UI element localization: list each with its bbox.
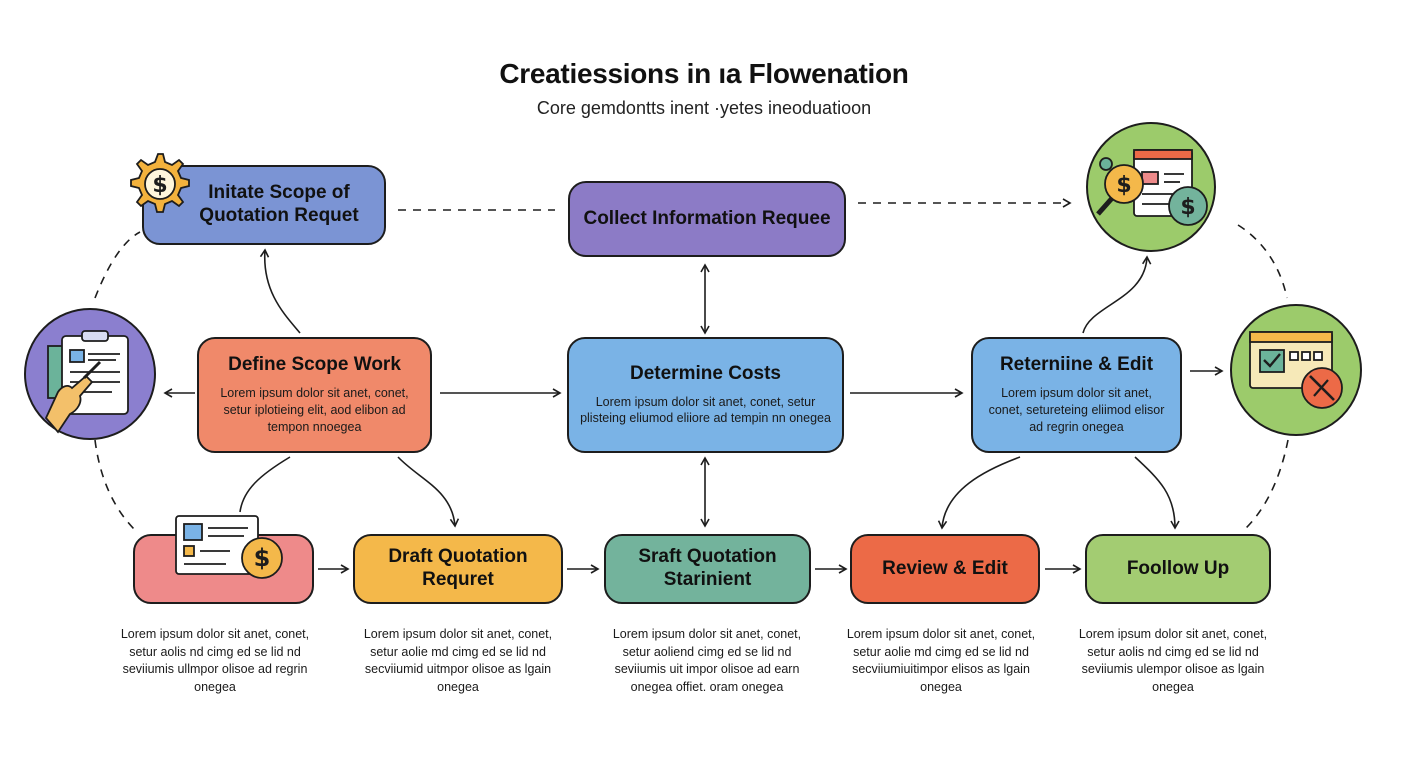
caption-1: Lorem ipsum dolor sit anet, conet, setur… bbox=[120, 627, 310, 694]
node-define-desc: Lorem ipsum dolor sit anet, conet, setur… bbox=[220, 386, 409, 434]
dollar-gear-icon: $ bbox=[130, 153, 190, 213]
node-draft-label: Draft Quotation Requret bbox=[388, 546, 528, 590]
node-retermine-desc: Lorem ipsum dolor sit anet, conet, setur… bbox=[988, 386, 1165, 434]
node-draft-quotation[interactable]: Draft Quotation Requret bbox=[353, 534, 563, 604]
node-review-label: Review & Edit bbox=[882, 557, 1008, 579]
node-initiate-label: Initate Scope of Quotation Requet bbox=[199, 182, 359, 226]
node-review-edit[interactable]: Review & Edit bbox=[850, 534, 1040, 604]
arrow-define-to-initiate bbox=[259, 248, 301, 334]
diagram-subtitle: Core gemdontts inent ·yetes ineoduatioon bbox=[536, 98, 872, 118]
dashed-loop-right-bottom bbox=[1243, 439, 1289, 531]
node-define-scope-work[interactable]: Define Scope Work Lorem ipsum dolor sit … bbox=[197, 337, 432, 453]
node-retermine-edit[interactable]: Reterniine & Edit Lorem ipsum dolor sit … bbox=[971, 337, 1182, 453]
node-followup-label: Foollow Up bbox=[1126, 557, 1230, 579]
search-dollar-document-icon: $ $ bbox=[1086, 122, 1216, 252]
arrow-define-to-bottomleft bbox=[239, 456, 291, 513]
caption-2: Lorem ipsum dolor sit anet, conet, setur… bbox=[363, 627, 553, 694]
invoice-dollar-icon: $ bbox=[175, 515, 283, 579]
dashed-loop-left-bottom bbox=[94, 439, 136, 531]
svg-text:$: $ bbox=[1116, 173, 1131, 198]
node-follow-up[interactable]: Foollow Up bbox=[1085, 534, 1271, 604]
caption-5: Lorem ipsum dolor sit anet, conet, setur… bbox=[1078, 627, 1268, 694]
caption-4: Lorem ipsum dolor sit anet, conet, setur… bbox=[846, 627, 1036, 694]
arrow-retermine-to-review bbox=[937, 456, 1021, 530]
node-determine-label: Determine Costs bbox=[630, 362, 781, 384]
arrow-retermine-to-topright bbox=[1082, 255, 1152, 334]
caption-3: Lorem ipsum dolor sit anet, conet, setur… bbox=[612, 627, 802, 694]
svg-text:$: $ bbox=[254, 544, 271, 572]
node-collect-information[interactable]: Collect Information Requee bbox=[568, 181, 846, 257]
svg-text:$: $ bbox=[1180, 195, 1195, 220]
node-retermine-label: Reterniine & Edit bbox=[999, 354, 1154, 376]
dashed-loop-right-top bbox=[1237, 224, 1288, 299]
node-sraft-quotation[interactable]: Sraft Quotation Starinient bbox=[604, 534, 811, 604]
node-sraft-label: Sraft Quotation Starinient bbox=[638, 546, 777, 590]
node-determine-costs[interactable]: Determine Costs Lorem ipsum dolor sit an… bbox=[567, 337, 844, 453]
arrow-retermine-to-followup bbox=[1134, 456, 1180, 530]
node-collect-label: Collect Information Requee bbox=[583, 207, 831, 229]
clipboard-hand-icon bbox=[24, 308, 156, 440]
node-define-label: Define Scope Work bbox=[228, 354, 401, 376]
diagram-title: Creatiessions in ıa Flowenation bbox=[499, 58, 909, 89]
approval-window-icon bbox=[1230, 304, 1362, 436]
dashed-loop-left-top bbox=[94, 231, 141, 299]
arrow-define-to-draft bbox=[397, 456, 460, 528]
svg-text:$: $ bbox=[152, 173, 167, 198]
node-determine-desc: Lorem ipsum dolor sit anet, conet, setur… bbox=[580, 394, 831, 426]
